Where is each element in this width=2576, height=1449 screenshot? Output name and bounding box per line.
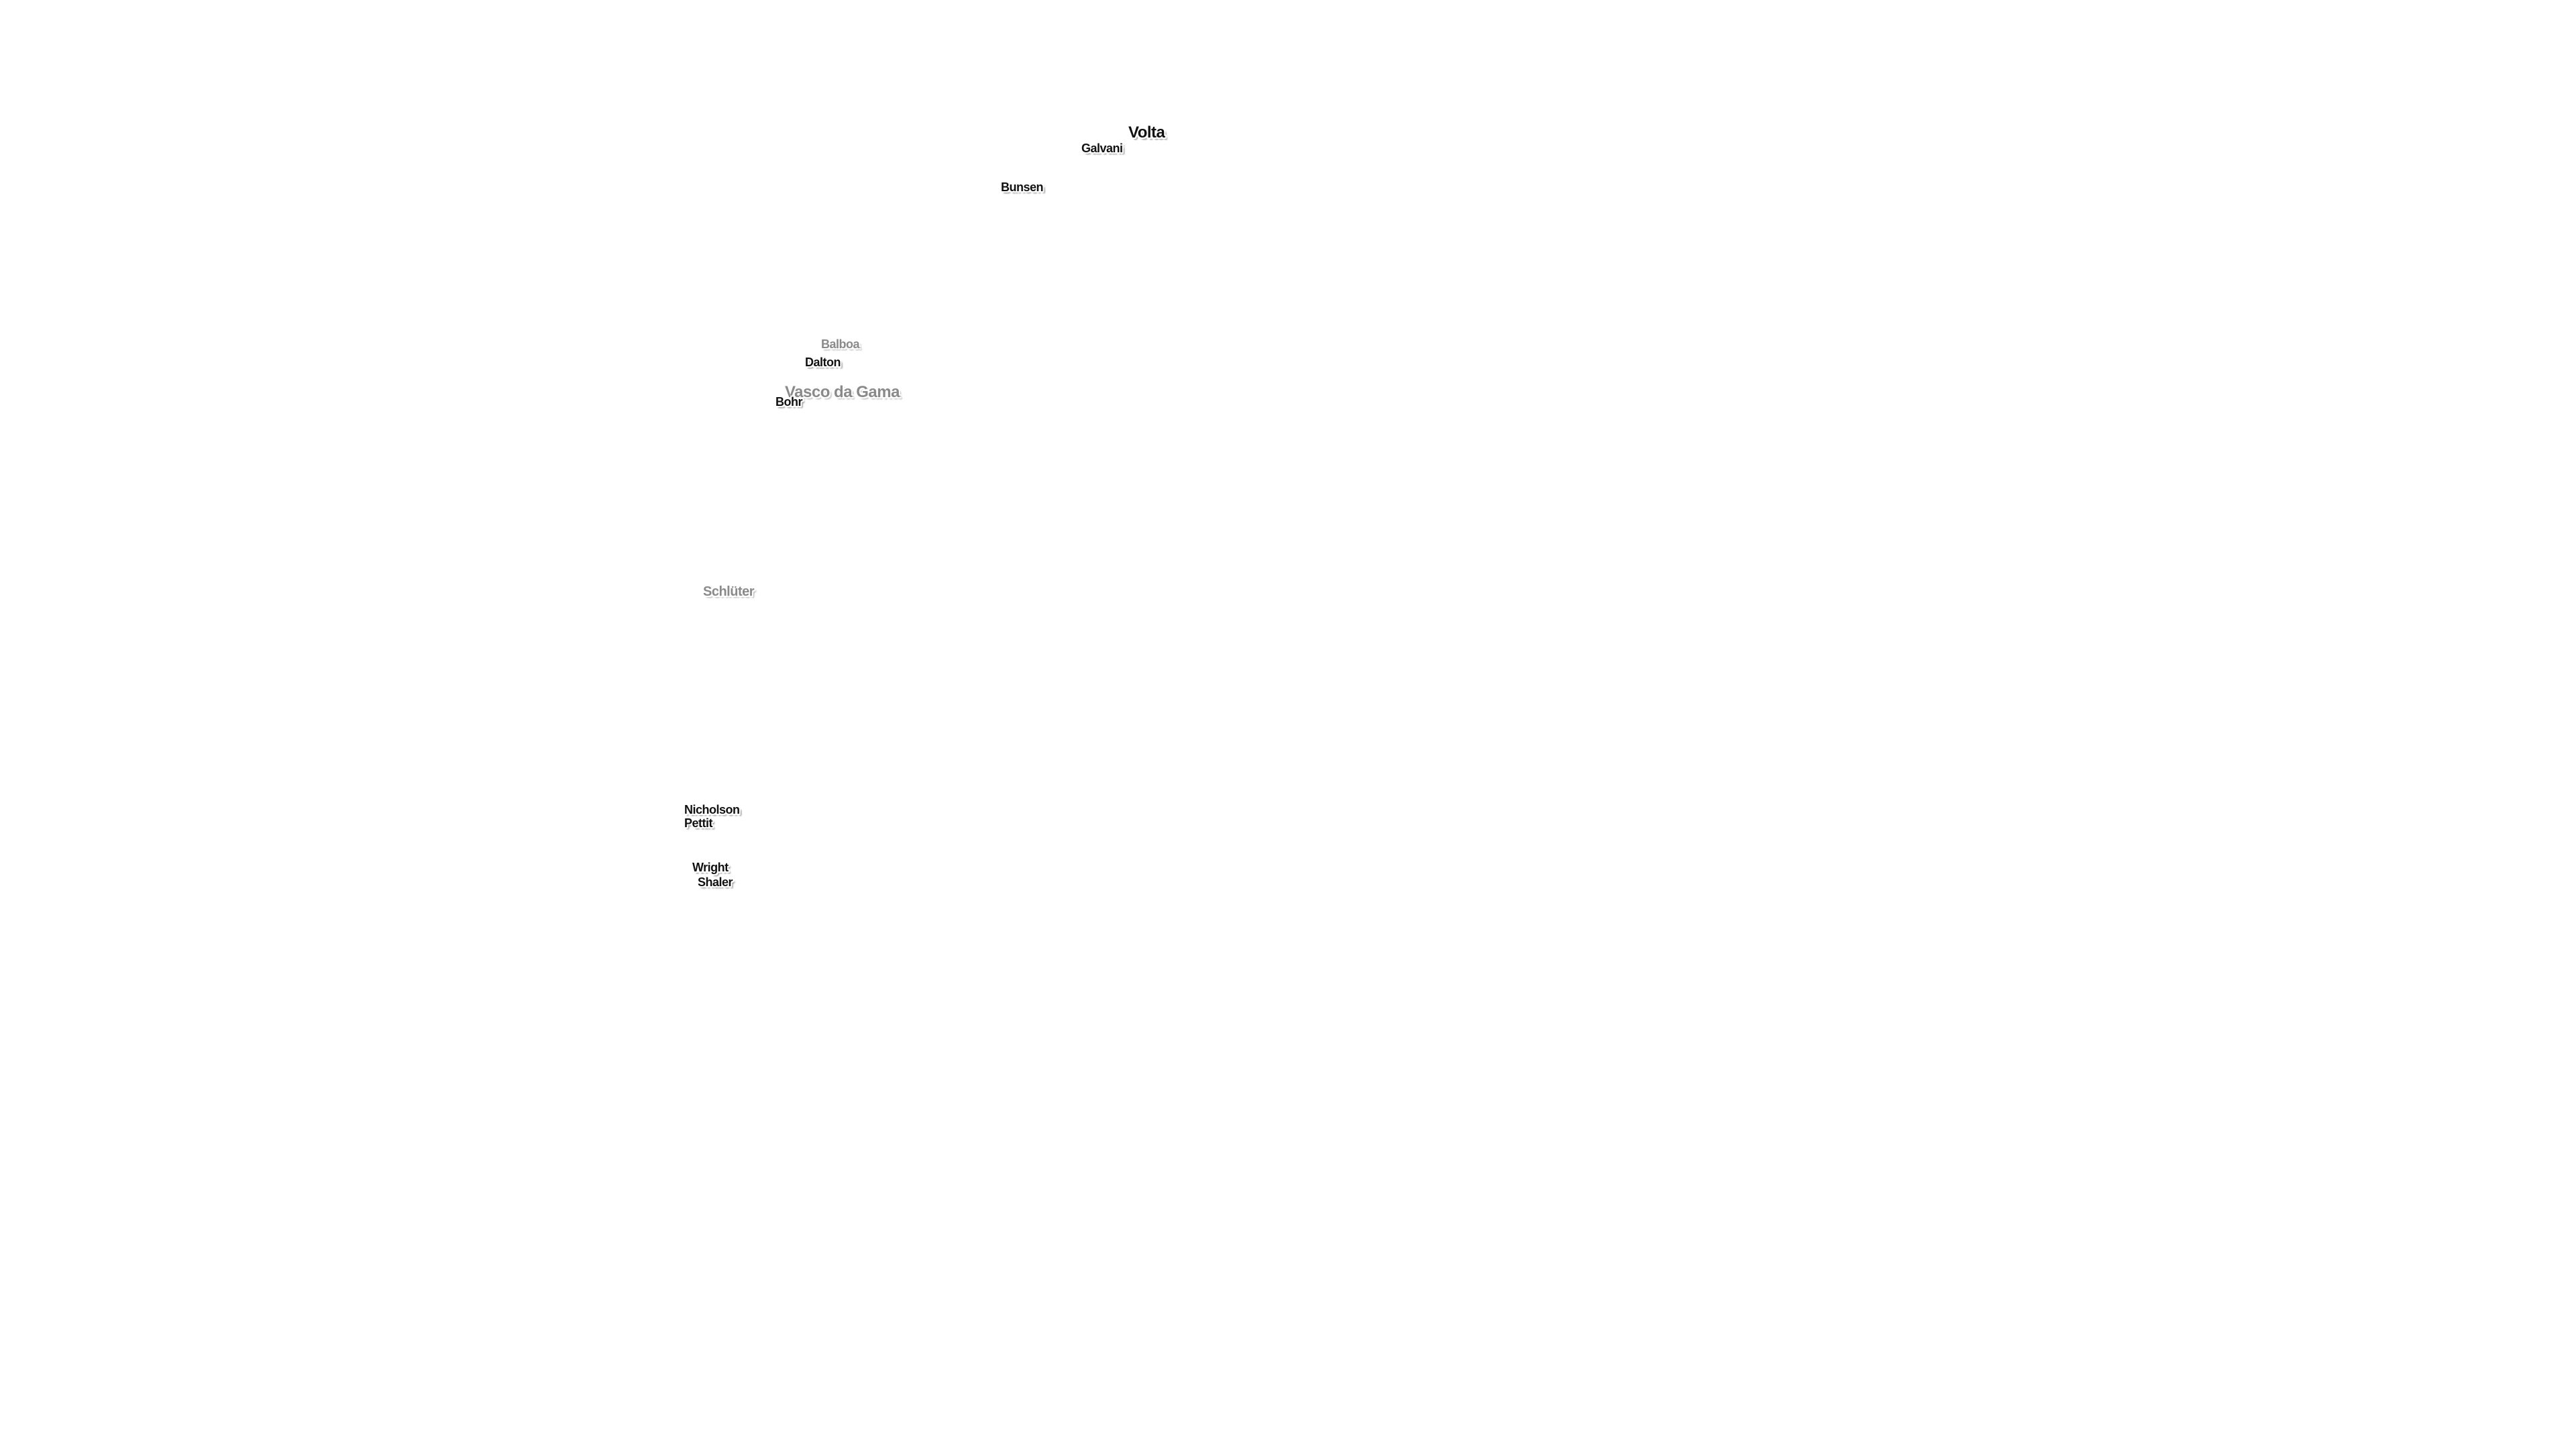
map-label-galvani[interactable]: Galvani: [1081, 142, 1123, 155]
map-label-vasco-da-gama[interactable]: Vasco da Gama: [785, 383, 900, 401]
map-label-bunsen[interactable]: Bunsen: [1001, 180, 1044, 194]
map-label-pettit[interactable]: Pettit: [684, 816, 713, 830]
map-label-wright[interactable]: Wright: [692, 861, 729, 874]
map-label-dalton[interactable]: Dalton: [805, 356, 841, 369]
map-label-bohr[interactable]: Bohr: [775, 395, 803, 409]
map-label-balboa[interactable]: Balboa: [821, 337, 860, 351]
map-label-shaler[interactable]: Shaler: [698, 875, 733, 889]
map-label-nicholson[interactable]: Nicholson: [684, 803, 740, 816]
map-label-volta[interactable]: Volta: [1128, 123, 1165, 142]
map-label-schluter[interactable]: Schlüter: [703, 584, 755, 599]
